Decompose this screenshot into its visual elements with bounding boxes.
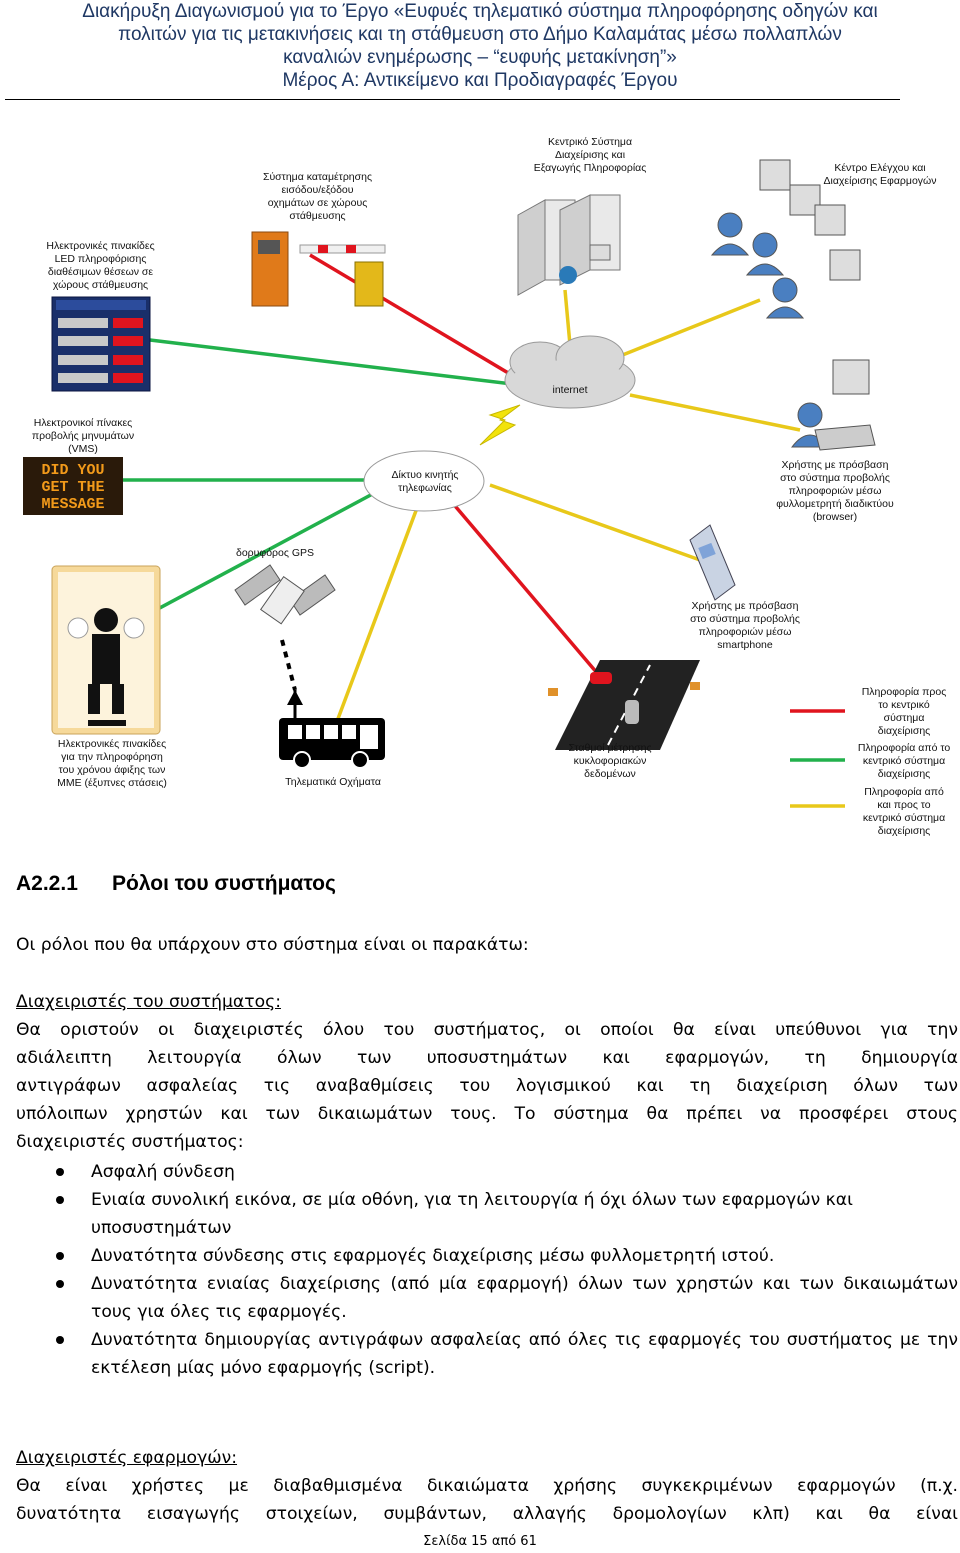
header-divider	[5, 99, 900, 100]
line-cloud-to-browser	[629, 393, 801, 432]
list-item: Δυνατότητα σύνδεσης στις εφαρμογές διαχε…	[16, 1242, 958, 1270]
line-counting-to-cloud	[309, 253, 521, 382]
label-vms: Ηλεκτρονικοί πίνακες προβολής μηνυμάτων …	[31, 417, 135, 455]
appadmins-line-2: δυνατότητα εισαγωγής στοιχείων, συμβάντω…	[16, 1504, 958, 1524]
cloud-icon	[504, 335, 636, 409]
line-gps-to-bus	[280, 639, 297, 691]
sysadmins-paragraph: Θα οριστούν οι διαχειριστές όλου του συσ…	[16, 1016, 958, 1156]
workstations-icon	[710, 159, 861, 319]
list-item: Δυνατότητα ενιαίας διαχείρισης (από μία …	[16, 1270, 958, 1326]
label-mobile-network: Δίκτυο κινητής τηλεφωνίας	[391, 469, 459, 494]
label-telematic-vehicles: Τηλεματικά Οχήματα	[285, 776, 381, 788]
header-line-4: Μέρος Α: Αντικείμενο και Προδιαγραφές Έρ…	[282, 70, 678, 91]
bullet-text: Ενιαία συνολική εικόνα, σε μία οθόνη, γι…	[91, 1190, 853, 1238]
appadmins-paragraph: Θα είναι χρήστες με διαβαθμισμένα δικαιώ…	[16, 1472, 958, 1528]
bullet-text: Δυνατότητα σύνδεσης στις εφαρμογές διαχε…	[91, 1246, 775, 1266]
connection-lines	[99, 253, 801, 741]
header-line-3: καναλιών ενημέρωσης – “ευφυής μετακίνηση…	[283, 47, 677, 68]
bullet-icon	[56, 1280, 64, 1288]
sysadmins-line-4: υπόλοιπων χρηστών και των δικαιωμάτων το…	[16, 1104, 958, 1124]
smartphone-icon	[689, 524, 736, 601]
sysadmins-line-2: αδιάλειπτη λειτουργία όλων των υποσυστημ…	[16, 1048, 958, 1068]
header-line-2: πολιτών για τις μετακινήσεις και τη στάθ…	[118, 24, 842, 45]
label-control-center: Κέντρο Ελέγχου και Διαχείρισης Εφαρμογών	[823, 162, 937, 187]
bullet-icon	[56, 1196, 64, 1204]
label-counting-system: Σύστημα καταμέτρησης εισόδου/εξόδου οχημ…	[262, 171, 373, 222]
browser-user-icon	[790, 359, 876, 451]
traffic-road-icon	[548, 660, 700, 750]
sysadmins-line-5: διαχειριστές συστήματος:	[16, 1132, 244, 1152]
system-architecture-diagram: DID YOU GET THE MESSAGE	[23, 159, 876, 808]
list-item: Ασφαλή σύνδεση	[16, 1158, 958, 1186]
label-smart-stops: Ηλεκτρονικές πινακίδες για την πληροφόρη…	[57, 738, 167, 789]
sysadmins-heading: Διαχειριστές του συστήματος:	[16, 992, 281, 1012]
legend-lines	[790, 709, 845, 808]
sysadmins-line-3: αντιγράφων ασφαλείας τις αναβαθμίσεις το…	[16, 1076, 958, 1096]
mobile-network-cloud-icon	[363, 450, 485, 512]
vms-line-3: MESSAGE	[41, 496, 104, 513]
page-footer: Σελίδα 15 από 61	[423, 1534, 537, 1549]
header-line-1: Διακήρυξη Διαγωνισμού για το Έργο «Ευφυέ…	[82, 1, 878, 22]
section-title: Ρόλοι του συστήματος	[112, 872, 336, 895]
line-central-to-cloud	[563, 289, 572, 346]
server-icon	[517, 194, 621, 296]
legend-label-red: Πληροφορία προς το κεντρικό σύστημα διαχ…	[861, 686, 947, 737]
bullet-icon	[56, 1336, 64, 1344]
bullet-text: Δυνατότητα ενιαίας διαχείρισης (από μία …	[91, 1274, 958, 1322]
led-parking-sign-icon	[51, 296, 151, 392]
legend-label-yellow: Πληροφορία από και προς το κεντρικό σύστ…	[862, 786, 946, 837]
appadmins-line-1: Θα είναι χρήστες με διαβαθμισμένα δικαιώ…	[16, 1476, 958, 1496]
bullet-text: Δυνατότητα δημιουργίας αντιγράφων ασφαλε…	[91, 1330, 958, 1378]
smart-bus-stop-icon	[51, 565, 161, 735]
appadmins-heading: Διαχειριστές εφαρμογών:	[16, 1448, 238, 1468]
line-led-to-cloud	[149, 338, 521, 387]
parking-barrier-icon	[251, 231, 386, 307]
bullet-text: Ασφαλή σύνδεση	[91, 1162, 235, 1182]
bus-icon	[279, 690, 385, 769]
lightning-icon	[479, 404, 521, 446]
intro-paragraph: Οι ρόλοι που θα υπάρχουν στο σύστημα είν…	[16, 935, 529, 955]
label-gps: δορυφόρος GPS	[236, 547, 315, 559]
section-number: Α2.2.1	[16, 872, 78, 895]
label-led-signs: Ηλεκτρονικές πινακίδες LED πληροφόρισης …	[46, 240, 155, 291]
bullet-icon	[56, 1252, 64, 1260]
vms-line-1: DID YOU	[41, 462, 104, 479]
section-heading: Α2.2.1 Ρόλοι του συστήματος	[16, 872, 336, 896]
label-central-system: Κεντρικό Σύστημα Διαχείρισης και Εξαγωγή…	[533, 136, 647, 174]
legend-label-green: Πληροφορία από το κεντρικό σύστημα διαχε…	[857, 742, 951, 780]
sysadmins-line-1: Θα οριστούν οι διαχειριστές όλου του συσ…	[16, 1020, 958, 1040]
page-header: Διακήρυξη Διαγωνισμού για το Έργο «Ευφυέ…	[0, 0, 960, 92]
satellite-icon	[234, 564, 336, 625]
list-item: Δυνατότητα δημιουργίας αντιγράφων ασφαλε…	[16, 1326, 958, 1382]
label-smartphone-user: Χρήστης με πρόσβαση στο σύστημα προβολής…	[690, 600, 800, 651]
sysadmins-bullet-list: Ασφαλή σύνδεση Ενιαία συνολική εικόνα, σ…	[16, 1158, 958, 1382]
label-internet: internet	[552, 384, 588, 396]
vms-line-2: GET THE	[41, 479, 104, 496]
line-mobile-to-bus	[328, 499, 422, 741]
line-control-to-cloud	[609, 298, 761, 362]
bullet-icon	[56, 1168, 64, 1176]
line-mobile-to-stations	[448, 498, 622, 702]
line-mobile-to-smartphone	[489, 483, 701, 562]
label-browser-user: Χρήστης με πρόσβαση στο σύστημα προβολής…	[776, 459, 894, 523]
vms-sign-icon: DID YOU GET THE MESSAGE	[23, 457, 123, 515]
list-item: Ενιαία συνολική εικόνα, σε μία οθόνη, γι…	[16, 1186, 958, 1242]
label-traffic-stations: Σταθμοί μέτρησης κυκλοφοριακών δεδομένων	[568, 742, 652, 780]
